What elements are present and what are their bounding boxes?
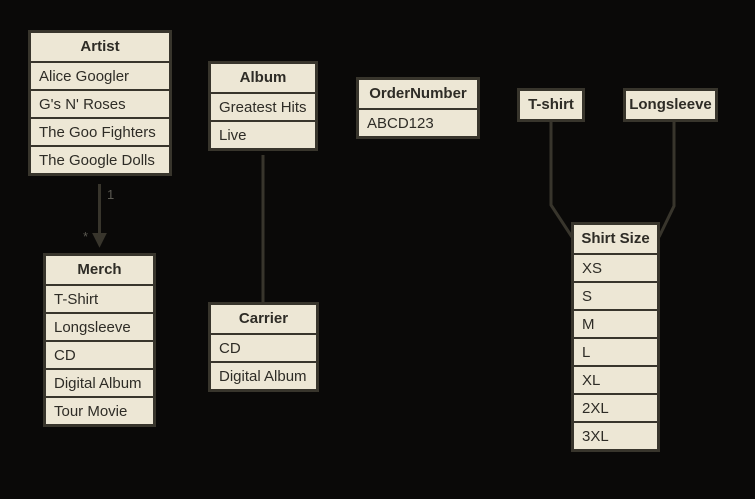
table-title: Longsleeve [629, 96, 712, 113]
table-row: S [574, 281, 657, 309]
table-title: OrderNumber [369, 85, 467, 102]
table-row: Greatest Hits [211, 92, 315, 120]
node-merch[interactable]: Merch T-Shirt Longsleeve CD Digital Albu… [43, 253, 156, 427]
table-title: Shirt Size [581, 230, 650, 247]
table-row: XS [574, 253, 657, 281]
table-row: Tour Movie [46, 396, 153, 424]
node-order-number[interactable]: OrderNumber ABCD123 [356, 77, 480, 139]
table-row: CD [46, 340, 153, 368]
table-title: Album [239, 69, 287, 86]
node-album[interactable]: Album Greatest Hits Live [208, 61, 318, 151]
table-row: G's N' Roses [31, 89, 169, 117]
table-title: Merch [77, 261, 122, 278]
table-row: The Google Dolls [31, 145, 169, 173]
table-title: T-shirt [528, 96, 574, 113]
table-row: T-Shirt [46, 284, 153, 312]
node-artist[interactable]: Artist Alice Googler G's N' Roses The Go… [28, 30, 172, 176]
node-shirt-size[interactable]: Shirt Size XS S M L XL 2XL 3XL [571, 222, 660, 452]
table-row: XL [574, 365, 657, 393]
table-row: Longsleeve [46, 312, 153, 340]
table-row: 3XL [574, 421, 657, 449]
table-row: ABCD123 [359, 108, 477, 136]
multiplicity-label-many: * [83, 229, 89, 244]
table-row: Digital Album [211, 361, 316, 389]
table-row: 2XL [574, 393, 657, 421]
node-carrier[interactable]: Carrier CD Digital Album [208, 302, 319, 392]
connector-longsleeve-shirtsize [657, 122, 676, 238]
table-row: Live [211, 120, 315, 148]
multiplicity-label-one: 1 [107, 187, 115, 202]
table-row: Digital Album [46, 368, 153, 396]
table-row: L [574, 337, 657, 365]
table-row: CD [211, 333, 316, 361]
node-tshirt[interactable]: T-shirt [517, 88, 585, 122]
node-longsleeve[interactable]: Longsleeve [623, 88, 718, 122]
table-title: Carrier [238, 310, 289, 327]
table-row: Alice Googler [31, 61, 169, 89]
table-row: M [574, 309, 657, 337]
table-title: Artist [80, 38, 120, 55]
connector-tshirt-shirtsize [549, 122, 574, 238]
table-row: The Goo Fighters [31, 117, 169, 145]
